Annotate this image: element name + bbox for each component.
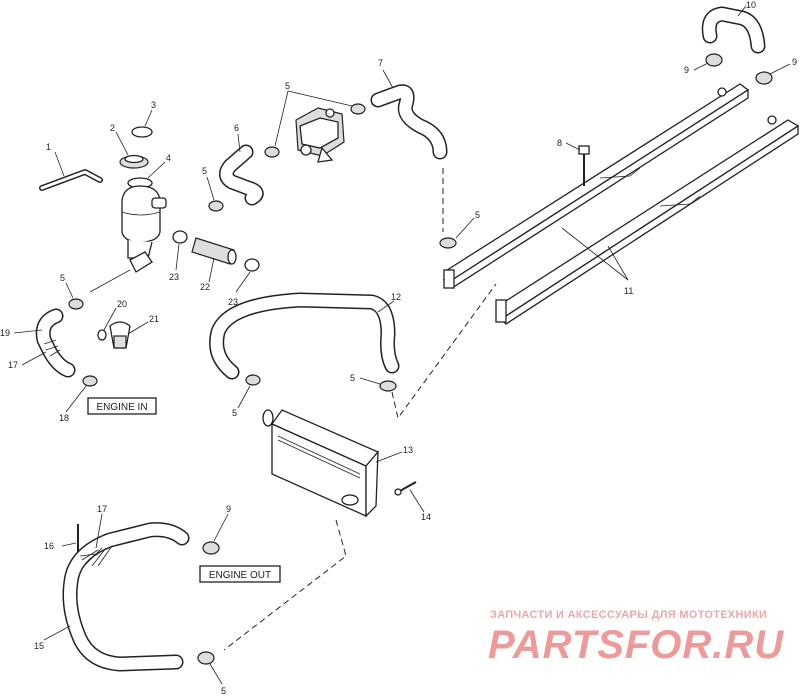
callout-5f: 5 <box>350 373 355 383</box>
part-8-bolt <box>578 145 590 186</box>
part-13-heat-exchanger <box>262 409 380 518</box>
callout-14: 14 <box>421 512 431 522</box>
part-5-clamp-e <box>68 298 84 310</box>
part-20-grommet <box>97 329 107 341</box>
callout-2: 2 <box>110 123 115 133</box>
part-11-rail-lower <box>495 115 800 325</box>
callout-5g: 5 <box>221 686 226 696</box>
part-23-clamp-b <box>244 258 260 272</box>
callout-18: 18 <box>59 413 69 423</box>
callout-23a: 23 <box>169 272 179 282</box>
callout-15: 15 <box>34 641 44 651</box>
callout-17b: 17 <box>97 504 107 514</box>
engine-out-label: ENGINE OUT <box>199 565 281 583</box>
callout-13: 13 <box>403 445 413 455</box>
part-5-clamp-a <box>208 200 224 212</box>
part-9-clamp-b <box>705 53 723 67</box>
part-5-clamp-h <box>197 651 215 665</box>
callout-5a: 5 <box>202 166 207 176</box>
callout-4: 4 <box>166 153 171 163</box>
callout-22: 22 <box>200 282 210 292</box>
part-23-clamp-a <box>172 230 188 244</box>
part-5-clamp-c <box>350 103 366 115</box>
callout-3: 3 <box>151 100 156 110</box>
part-21-bracket <box>109 321 131 349</box>
watermark-subtitle: ЗАПЧАСТИ И АКСЕССУАРЫ ДЛЯ МОТОТЕХНИКИ <box>490 609 767 621</box>
callout-5c: 5 <box>475 210 480 220</box>
part-11-rail-upper <box>442 83 750 289</box>
part-10-hose <box>701 6 766 54</box>
engine-in-label: ENGINE IN <box>87 397 157 415</box>
callout-8: 8 <box>557 138 562 148</box>
callout-12: 12 <box>391 292 401 302</box>
part-18-clamp <box>82 375 98 387</box>
part-12-hose <box>209 292 400 380</box>
engine-in-text: ENGINE IN <box>96 402 147 413</box>
part-6-hose <box>219 144 264 206</box>
callout-9b: 9 <box>684 65 689 75</box>
callout-19: 19 <box>0 328 10 338</box>
part-9-clamp-a <box>202 541 220 555</box>
part-15-hose <box>62 522 190 672</box>
callout-10: 10 <box>746 0 756 10</box>
callout-5d: 5 <box>60 273 65 283</box>
part-5-clamp-f <box>245 374 261 386</box>
part-19-hose <box>35 308 76 378</box>
part-1-key <box>39 169 103 191</box>
callout-5b: 5 <box>285 81 290 91</box>
callout-23b: 23 <box>228 297 238 307</box>
part-2-cap <box>119 154 149 169</box>
part-14-bolt <box>394 481 417 496</box>
callout-9a: 9 <box>226 504 231 514</box>
part-7-hose <box>370 84 448 160</box>
callout-6: 6 <box>234 123 239 133</box>
part-5-clamp-d <box>439 237 457 249</box>
watermark-logo: ЗАПЧАСТИ И АКСЕССУАРЫ ДЛЯ МОТОТЕХНИКИ PA… <box>488 609 784 667</box>
part-4-reservoir <box>121 177 167 273</box>
callout-20: 20 <box>117 299 127 309</box>
part-3-seal <box>131 126 153 138</box>
callout-21: 21 <box>149 314 159 324</box>
callout-16: 16 <box>44 541 54 551</box>
pump-housing <box>295 107 345 163</box>
part-5-clamp-b <box>264 146 280 158</box>
part-22-tube <box>191 237 237 265</box>
callout-11: 11 <box>624 286 633 296</box>
callout-9c: 9 <box>792 57 797 67</box>
engine-out-text: ENGINE OUT <box>209 570 271 581</box>
callout-7: 7 <box>378 58 383 68</box>
callout-5e: 5 <box>232 408 237 418</box>
callout-17a: 17 <box>8 360 18 370</box>
callout-1: 1 <box>46 142 51 152</box>
part-5-clamp-g <box>379 380 397 392</box>
watermark-brand: PARTSFOR.RU <box>488 623 784 667</box>
part-9-clamp-c <box>755 71 773 85</box>
